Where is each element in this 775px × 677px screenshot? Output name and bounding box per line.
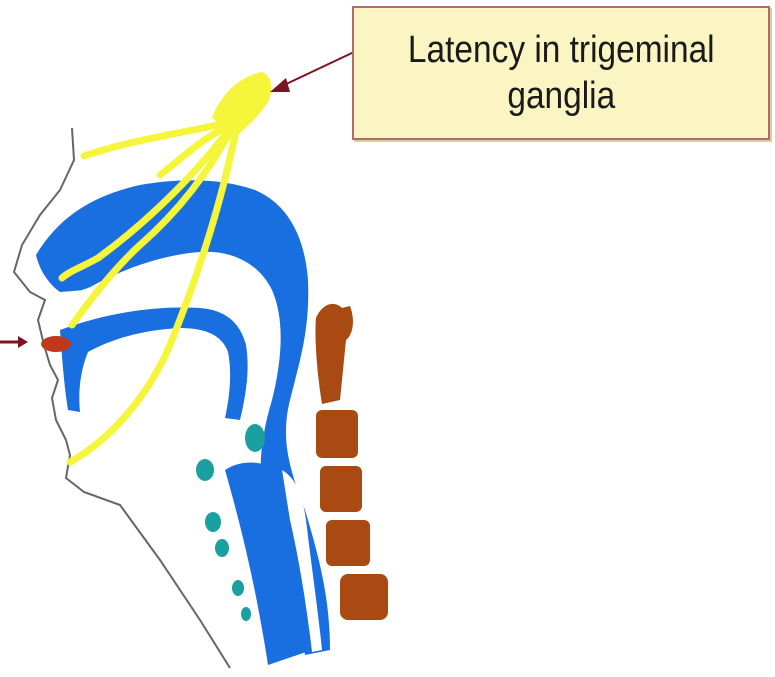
- gland-2: [205, 512, 221, 532]
- vertebra-3: [320, 466, 362, 512]
- gland-4: [232, 580, 244, 596]
- vertebra-4: [326, 520, 370, 566]
- gland-5: [241, 607, 251, 621]
- vertebra-2: [316, 410, 358, 458]
- callout-line-1: Latency in trigeminal: [408, 27, 715, 73]
- lesion-marker: [41, 336, 71, 352]
- tonsil: [245, 424, 265, 452]
- gland-3: [215, 539, 229, 557]
- vertebra-5: [340, 574, 388, 620]
- entry-arrow: [0, 336, 28, 348]
- callout-line-2: ganglia: [507, 73, 615, 119]
- vertebra-1: [315, 304, 353, 404]
- callout-arrow: [270, 52, 354, 92]
- gland-1: [196, 459, 214, 481]
- trigeminal-latency-callout: Latency in trigeminal ganglia: [352, 6, 770, 140]
